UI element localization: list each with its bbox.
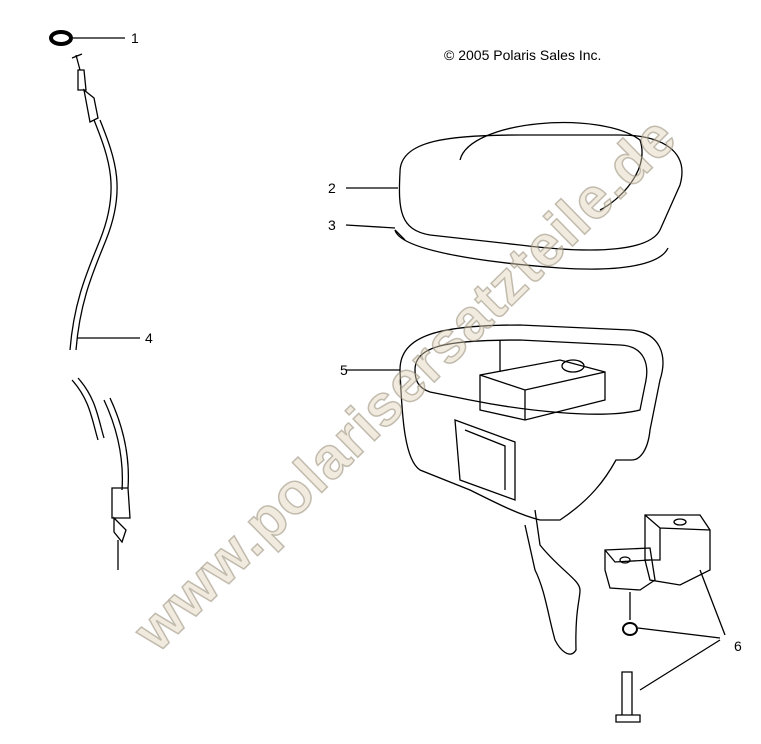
- callout-6: 6: [734, 638, 742, 654]
- gasket-part: [345, 224, 669, 270]
- housing-part: [346, 324, 664, 655]
- cover-part: [346, 121, 683, 251]
- callout-3: 3: [328, 217, 336, 233]
- copyright-text: © 2005 Polaris Sales Inc.: [444, 47, 602, 63]
- o-ring-part: [49, 30, 125, 46]
- callout-5: 5: [340, 362, 348, 378]
- clamp-hardware-part: [604, 514, 726, 723]
- callout-2: 2: [328, 180, 336, 196]
- callout-1: 1: [131, 30, 139, 46]
- throttle-cable-part: [69, 53, 140, 570]
- callout-4: 4: [145, 330, 153, 346]
